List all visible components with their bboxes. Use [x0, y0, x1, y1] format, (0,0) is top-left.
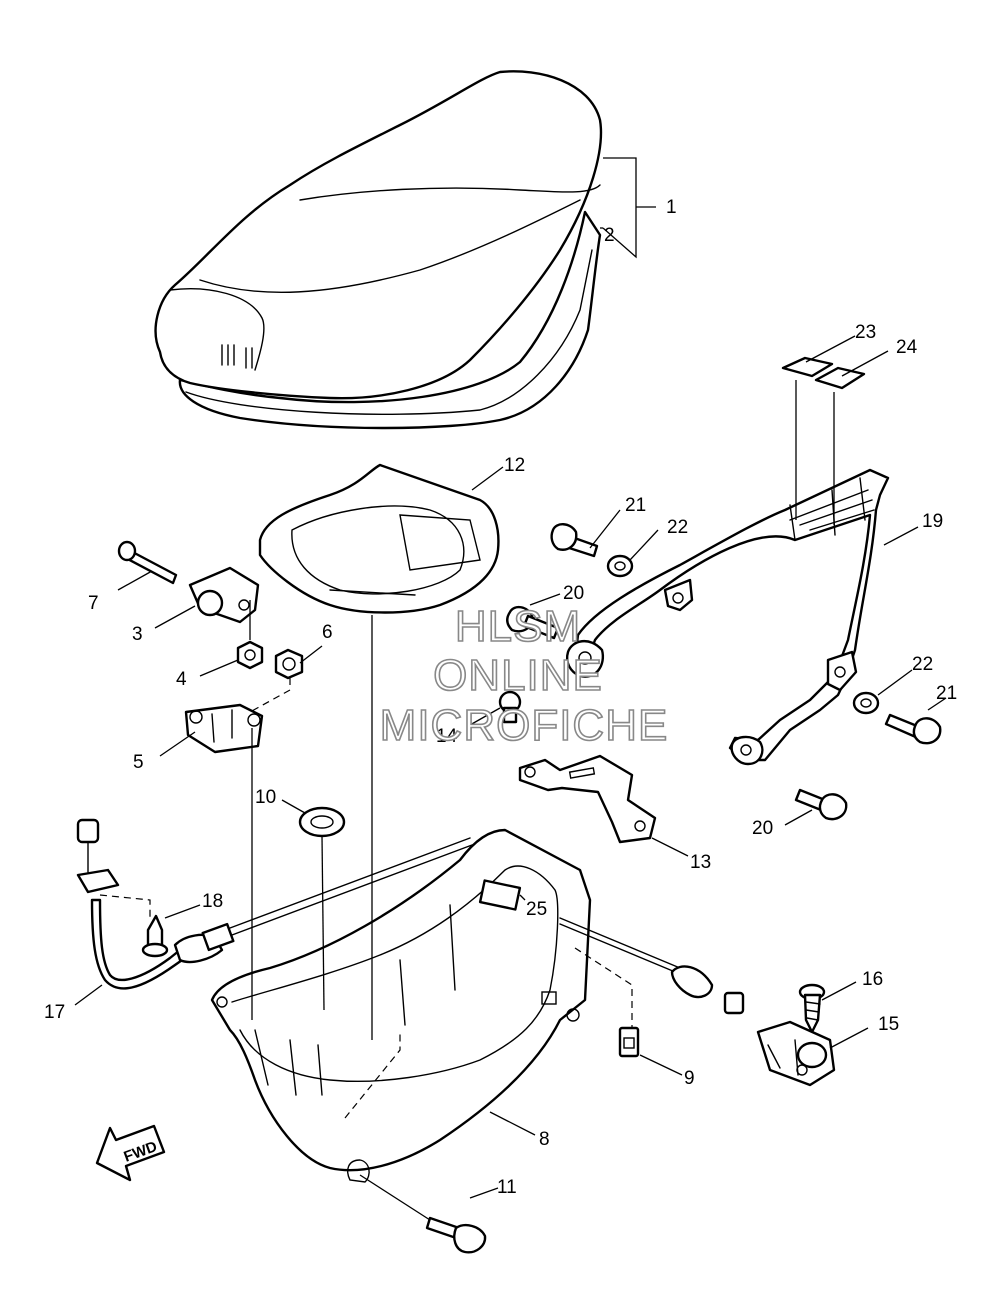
clip-9-slot: [623, 1037, 635, 1049]
callout-23: 23: [855, 322, 876, 343]
callout-20-lower: 20: [752, 818, 773, 839]
bolt-21-lower-part: [884, 713, 942, 745]
watermark-line-1: HLSM: [455, 602, 581, 651]
callout-5: 5: [133, 752, 144, 773]
watermark: HLSM ONLINE MICROFICHE: [379, 601, 669, 751]
assembly-lines: [99, 380, 835, 1221]
watermark-line-3: MICROFICHE: [380, 701, 669, 750]
callout-22-upper: 22: [667, 517, 688, 538]
callout-leaders: [74, 227, 947, 1199]
callout-13: 13: [690, 852, 711, 873]
screw-18-part: [141, 914, 169, 958]
callout-22-lower: 22: [912, 654, 933, 675]
callout-labels: 1 2 3 4 5 6 7 8 9 10 11 12 13 14 15 16 1…: [44, 197, 957, 1198]
hinge-pin-part: [117, 540, 178, 585]
seat-band-part: [178, 210, 602, 430]
nut-4-hole: [244, 649, 256, 661]
seat-tray-part: [258, 463, 500, 614]
callout-4: 4: [176, 669, 187, 690]
callout-16: 16: [862, 969, 883, 990]
callout-25: 25: [526, 899, 547, 920]
bracket-13-part: [518, 754, 657, 844]
washer-22-upper-part: [606, 554, 634, 578]
callout-21-upper: 21: [625, 495, 646, 516]
nut-4-part: [236, 640, 264, 670]
clip-9-part: [618, 1026, 640, 1058]
hinge-upper-part: [188, 566, 260, 624]
callout-8: 8: [539, 1129, 550, 1150]
nut-6-hole: [282, 657, 296, 671]
callout-12: 12: [504, 455, 525, 476]
watermark-line-2: ONLINE: [433, 651, 603, 700]
callout-21-lower: 21: [936, 683, 957, 704]
pad-24-part: [814, 366, 866, 390]
rear-carrier-part: [566, 468, 890, 766]
bolt-20-lower-part: [794, 788, 848, 821]
pad-23-part: [781, 356, 834, 378]
callout-19: 19: [922, 511, 943, 532]
callout-9: 9: [684, 1068, 695, 1089]
hinge-bracket-part: [184, 703, 264, 754]
nut-6-part: [274, 648, 304, 680]
callout-24: 24: [896, 337, 918, 358]
fwd-arrow-icon: FWD: [95, 1124, 166, 1182]
bolt-14-part: [498, 690, 522, 724]
seat-part: [154, 70, 603, 400]
bolt-20-upper-part: [506, 605, 560, 640]
washer-22-lower-part: [852, 691, 880, 715]
callout-11: 11: [497, 1177, 517, 1198]
seat-lock-part: [756, 1020, 836, 1087]
storage-box-part: [210, 828, 592, 1183]
callout-14: 14: [436, 726, 458, 747]
callout-20-upper: 20: [563, 583, 584, 604]
callout-18: 18: [202, 891, 223, 912]
bolt-21-upper-part: [550, 523, 599, 558]
seat-lock-cable-part: [76, 818, 745, 1015]
bolt-11-part: [425, 1216, 487, 1254]
callout-15: 15: [878, 1014, 899, 1035]
callout-1: 1: [666, 197, 677, 218]
callout-2: 2: [604, 225, 615, 246]
callout-3: 3: [132, 624, 143, 645]
callout-7: 7: [88, 593, 99, 614]
grommet-hole: [310, 815, 334, 829]
callout-10: 10: [255, 787, 276, 808]
callout-17: 17: [44, 1002, 65, 1023]
grommet-part: [298, 806, 346, 838]
callout-6: 6: [322, 622, 333, 643]
screw-16-part: [798, 983, 826, 1034]
